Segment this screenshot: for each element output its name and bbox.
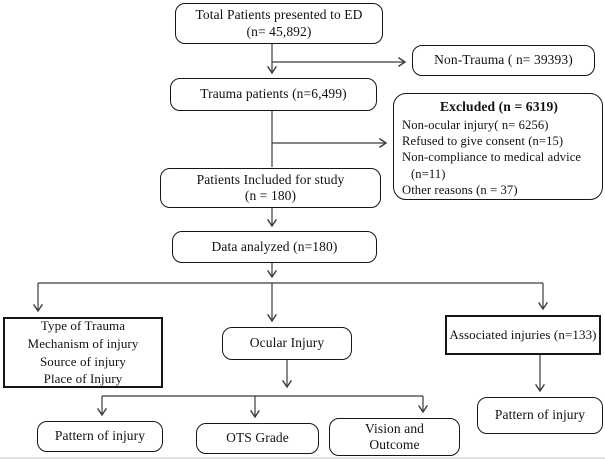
- node-ots-grade-label: OTS Grade: [226, 430, 289, 446]
- node-total-patients-line1: Total Patients presented to ED: [195, 7, 363, 23]
- node-pattern-of-injury-left: Pattern of injury: [37, 421, 163, 452]
- node-pattern-of-injury-right: Pattern of injury: [477, 397, 603, 434]
- node-vision-outcome-line2: Outcome: [369, 437, 420, 452]
- node-trauma-characteristics-line: Mechanism of injury: [27, 335, 139, 351]
- node-trauma-patients-label: Trauma patients (n=6,499): [200, 86, 347, 102]
- node-trauma-patients: Trauma patients (n=6,499): [170, 78, 377, 111]
- node-trauma-characteristics-line: Place of Injury: [43, 371, 123, 387]
- node-non-trauma-label: Non-Trauma ( n= 39393): [434, 52, 573, 68]
- node-trauma-characteristics: Type of Trauma Mechanism of injury Sourc…: [3, 317, 163, 388]
- node-total-patients: Total Patients presented to ED (n= 45,89…: [175, 3, 383, 44]
- node-trauma-characteristics-line: Type of Trauma: [40, 317, 126, 333]
- node-pattern-of-injury-right-label: Pattern of injury: [494, 407, 586, 423]
- node-total-patients-line2: (n= 45,892): [246, 23, 312, 39]
- node-excluded-title: Excluded (n = 6319): [439, 99, 559, 114]
- node-excluded-item: Non-compliance to medical advice (n=11): [402, 150, 582, 181]
- node-excluded-item: Refused to give consent (n=15): [402, 134, 564, 149]
- node-associated-injuries-label: Associated injuries (n=133): [449, 327, 597, 343]
- node-ocular-injury: Ocular Injury: [222, 327, 352, 360]
- node-included-line1: Patients Included for study: [196, 171, 345, 187]
- node-ots-grade: OTS Grade: [196, 423, 319, 454]
- node-ocular-injury-label: Ocular Injury: [249, 335, 325, 351]
- node-data-analyzed: Data analyzed (n=180): [172, 231, 377, 263]
- node-vision-outcome: Vision and Outcome: [329, 418, 460, 456]
- node-excluded: Excluded (n = 6319) Non-ocular injury( n…: [393, 93, 603, 200]
- node-included: Patients Included for study (n = 180): [160, 168, 381, 208]
- node-non-trauma: Non-Trauma ( n= 39393): [412, 45, 595, 76]
- node-data-analyzed-label: Data analyzed (n=180): [211, 238, 338, 254]
- node-excluded-item: Non-ocular injury( n= 6256): [402, 117, 549, 132]
- node-pattern-of-injury-left-label: Pattern of injury: [54, 428, 146, 444]
- node-associated-injuries: Associated injuries (n=133): [445, 315, 601, 355]
- node-included-line2: (n = 180): [244, 188, 297, 203]
- node-excluded-item: Other reasons (n = 37): [402, 183, 518, 198]
- node-vision-outcome-line1: Vision and: [364, 420, 425, 436]
- node-trauma-characteristics-line: Source of injury: [39, 353, 127, 369]
